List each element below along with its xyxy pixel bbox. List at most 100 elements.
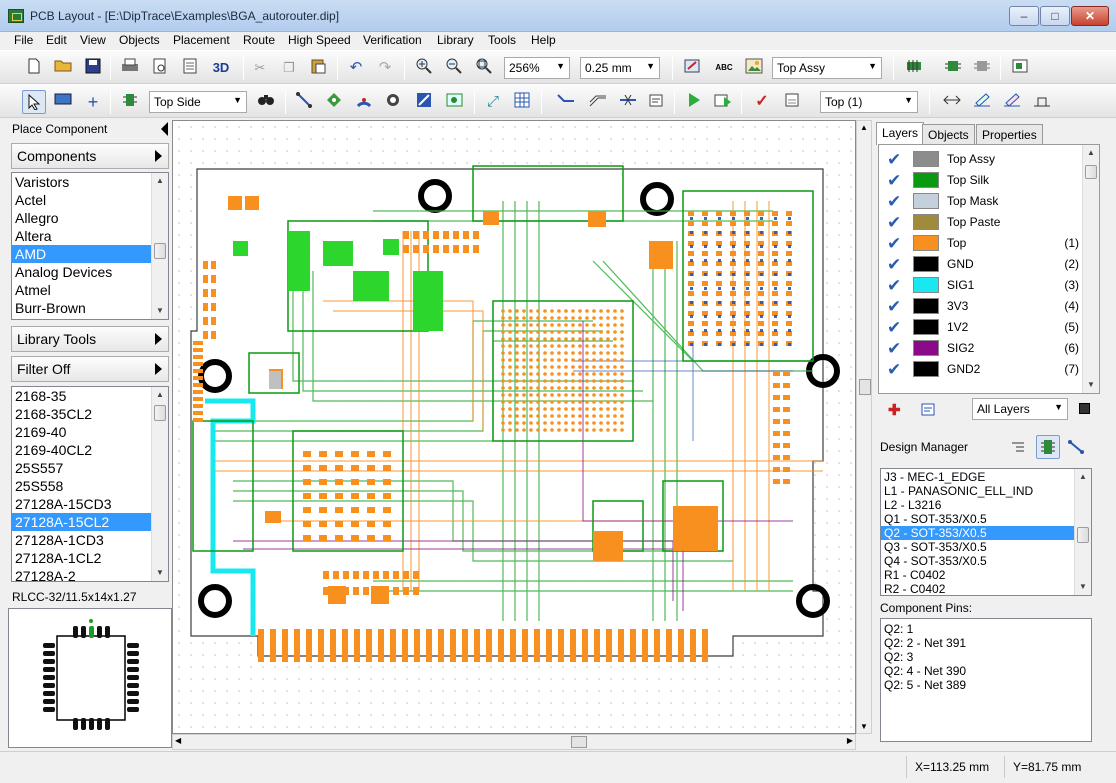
layer-setup-icon[interactable] — [920, 401, 936, 420]
grid-size-combo[interactable]: 0.25 mm▼ — [580, 57, 660, 79]
collapse-panel-icon[interactable] — [161, 122, 168, 136]
library-item[interactable]: Analog Devices — [15, 264, 113, 280]
menu-objects[interactable]: Objects — [119, 33, 160, 47]
place-pad-icon[interactable] — [324, 92, 344, 112]
dimension-icon[interactable]: ⤢ — [486, 93, 499, 110]
layer-row[interactable]: ✔SIG2(6) — [885, 338, 1085, 359]
undo-icon[interactable]: ↶ — [349, 59, 363, 76]
component-green-icon[interactable] — [904, 58, 924, 78]
part-item[interactable]: 27128A-15CD3 — [15, 496, 112, 512]
layer-color-swatch[interactable] — [913, 172, 939, 188]
menu-placement[interactable]: Placement — [173, 33, 230, 47]
arc-icon[interactable] — [354, 92, 374, 112]
scroll-down-icon[interactable]: ▼ — [1087, 380, 1095, 389]
scroll-up-icon[interactable]: ▲ — [156, 390, 164, 399]
menu-help[interactable]: Help — [531, 33, 556, 47]
tab-objects[interactable]: Objects — [922, 124, 975, 144]
minimize-button[interactable]: – — [1009, 6, 1039, 26]
menu-view[interactable]: View — [80, 33, 106, 47]
dm-list-icon[interactable] — [1010, 440, 1026, 457]
component-list-item[interactable]: J3 - MEC-1_EDGE — [884, 470, 986, 484]
tab-layers[interactable]: Layers — [876, 122, 925, 145]
layer-edit-icon[interactable] — [972, 92, 992, 112]
run-autorouter-icon[interactable] — [684, 92, 704, 112]
menu-edit[interactable]: Edit — [46, 33, 67, 47]
component-list-item[interactable]: R2 - C0402 — [884, 582, 946, 596]
crosshair-icon[interactable]: + — [87, 92, 99, 112]
new-file-icon[interactable] — [24, 58, 44, 78]
scroll-down-icon[interactable]: ▼ — [860, 722, 868, 731]
component-list-item[interactable]: Q3 - SOT-353/X0.5 — [884, 540, 987, 554]
menu-library[interactable]: Library — [437, 33, 474, 47]
library-item[interactable]: Varistors — [15, 174, 70, 190]
layer-color-swatch[interactable] — [913, 340, 939, 356]
component-list-item[interactable]: Q2 - SOT-353/X0.5 — [881, 526, 1091, 540]
layer-row[interactable]: ✔SIG1(3) — [885, 275, 1085, 296]
drc-report-icon[interactable] — [782, 92, 802, 112]
menu-tools[interactable]: Tools — [488, 33, 517, 47]
component-list-item[interactable]: Q1 - SOT-353/X0.5 — [884, 512, 987, 526]
dm-components-icon[interactable] — [1036, 435, 1060, 459]
library-item[interactable]: Actel — [15, 192, 47, 208]
scroll-down-icon[interactable]: ▼ — [156, 568, 164, 577]
route-manual-icon[interactable] — [556, 92, 576, 112]
assy-layer-combo[interactable]: Top Assy▼ — [772, 57, 882, 79]
pcb-canvas[interactable] — [172, 120, 856, 734]
layer-visible-checkbox[interactable]: ✔ — [887, 360, 902, 379]
part-item[interactable]: 2168-35 — [15, 388, 67, 404]
print-icon[interactable] — [120, 58, 140, 78]
pin-list-item[interactable]: Q2: 1 — [884, 622, 914, 636]
abc-text-button[interactable]: ABC — [715, 63, 733, 72]
part-item[interactable]: 27128A-1CD3 — [15, 532, 104, 548]
layer-row[interactable]: ✔Top Mask — [885, 191, 1085, 212]
scroll-thumb[interactable] — [1077, 527, 1089, 543]
chip-gray-icon[interactable] — [972, 58, 992, 78]
binoculars-icon[interactable] — [256, 92, 276, 112]
report-icon[interactable] — [180, 58, 200, 78]
library-item[interactable]: Altera — [15, 228, 52, 244]
scroll-thumb[interactable] — [859, 379, 871, 395]
layer-color-swatch[interactable] — [913, 277, 939, 293]
library-item[interactable]: Atmel — [15, 282, 51, 298]
layer-row[interactable]: ✔Top Silk — [885, 170, 1085, 191]
components-button[interactable]: Components — [11, 143, 169, 169]
layer-color-swatch[interactable] — [913, 235, 939, 251]
layer-visible-checkbox[interactable]: ✔ — [887, 297, 902, 316]
pin-list-item[interactable]: Q2: 2 - Net 391 — [884, 636, 967, 650]
chip-properties-icon[interactable] — [1010, 58, 1030, 78]
layer-row[interactable]: ✔Top Paste — [885, 212, 1085, 233]
scroll-left-icon[interactable]: ◀ — [175, 736, 182, 745]
layer-visible-checkbox[interactable]: ✔ — [887, 339, 902, 358]
open-folder-icon[interactable] — [53, 58, 73, 78]
zoom-fit-icon[interactable] — [474, 58, 494, 78]
menu-route[interactable]: Route — [243, 33, 276, 47]
layer-visible-checkbox[interactable]: ✔ — [887, 150, 902, 169]
pin-list-item[interactable]: Q2: 4 - Net 390 — [884, 664, 967, 678]
scroll-up-icon[interactable]: ▲ — [860, 123, 868, 132]
maximize-button[interactable]: □ — [1040, 6, 1070, 26]
part-item[interactable]: 2168-35CL2 — [15, 406, 93, 422]
scroll-up-icon[interactable]: ▲ — [156, 176, 164, 185]
canvas-horizontal-scrollbar[interactable]: ◀ ▶ — [172, 734, 856, 750]
layer-color-icon[interactable] — [1079, 403, 1090, 414]
layers-filter-combo[interactable]: All Layers▼ — [972, 398, 1068, 420]
part-item[interactable]: 25S558 — [15, 478, 64, 494]
component-list-item[interactable]: Q4 - SOT-353/X0.5 — [884, 554, 987, 568]
zoom-in-icon[interactable] — [414, 58, 434, 78]
scroll-thumb[interactable] — [154, 243, 166, 259]
design-manager-scrollbar[interactable]: ▲ ▼ — [1074, 469, 1091, 595]
menu-high-speed[interactable]: High Speed — [288, 33, 351, 47]
pin-list-item[interactable]: Q2: 5 - Net 389 — [884, 678, 967, 692]
part-item[interactable]: 27128A-1CL2 — [15, 550, 102, 566]
drc-check-icon[interactable]: ✓ — [755, 93, 769, 110]
scroll-up-icon[interactable]: ▲ — [1087, 148, 1095, 157]
layer-visible-checkbox[interactable]: ✔ — [887, 255, 902, 274]
layer-visible-checkbox[interactable]: ✔ — [887, 171, 902, 190]
zoom-out-icon[interactable] — [444, 58, 464, 78]
scroll-thumb[interactable] — [1085, 165, 1097, 179]
panning-icon[interactable] — [53, 92, 73, 112]
